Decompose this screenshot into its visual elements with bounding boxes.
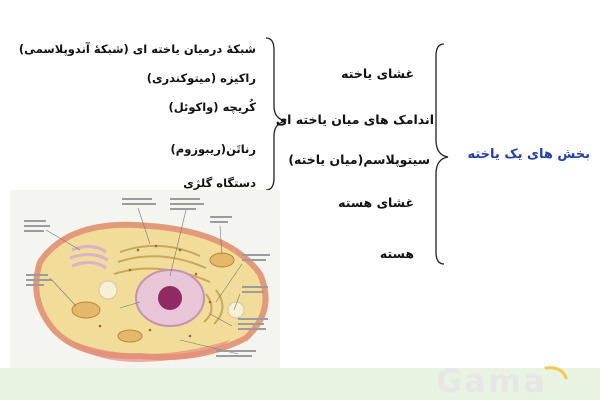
vacuole-shape-1: [98, 280, 118, 300]
mitochondrion-shape-2: [209, 252, 235, 268]
gama-logo: Gama: [436, 362, 568, 398]
organelle-mitochondria: راکیزه (میتوکندری): [146, 71, 256, 85]
part-cell-membrane: غشای یاخته: [341, 66, 414, 81]
organelles-brace: [265, 37, 287, 191]
main-title: بخش های یک یاخته: [467, 147, 590, 162]
organelle-golgi: دستگاه گلژی: [183, 176, 256, 190]
part-organelles: اندامک های میان یاخته ای: [275, 112, 434, 127]
mitochondrion-shape-3: [117, 329, 143, 343]
footer-band: [0, 368, 600, 400]
golgi-shape: [69, 245, 109, 270]
logo-text: Gama: [436, 362, 547, 398]
part-nuclear-membrane: غشای هسته: [338, 195, 414, 210]
part-cytoplasm: سیتوپلاسم(میان یاخته): [288, 152, 430, 167]
organelle-ribosome: رناتَن(ریبوزوم): [170, 142, 256, 156]
ribosome-dots: [98, 244, 212, 338]
part-nucleus: هسته: [379, 246, 414, 261]
cell-illustration: [10, 190, 280, 368]
label-placeholders: [24, 198, 270, 357]
leader-lines: [45, 207, 243, 355]
logo-arc: [544, 366, 568, 380]
mitochondrion-shape-1: [71, 301, 101, 319]
er-shape: [113, 244, 224, 325]
cell-shadow: [70, 340, 230, 362]
organelle-vacuole: کُریچه (واکوئل): [168, 100, 256, 114]
parts-brace: [435, 43, 449, 265]
nucleolus-shape: [158, 286, 182, 310]
vacuole-shape-2: [227, 301, 245, 319]
organelle-er: شبکهٔ درمیان یاخته ای (شبکهٔ آندوپلاسمی): [18, 42, 256, 56]
